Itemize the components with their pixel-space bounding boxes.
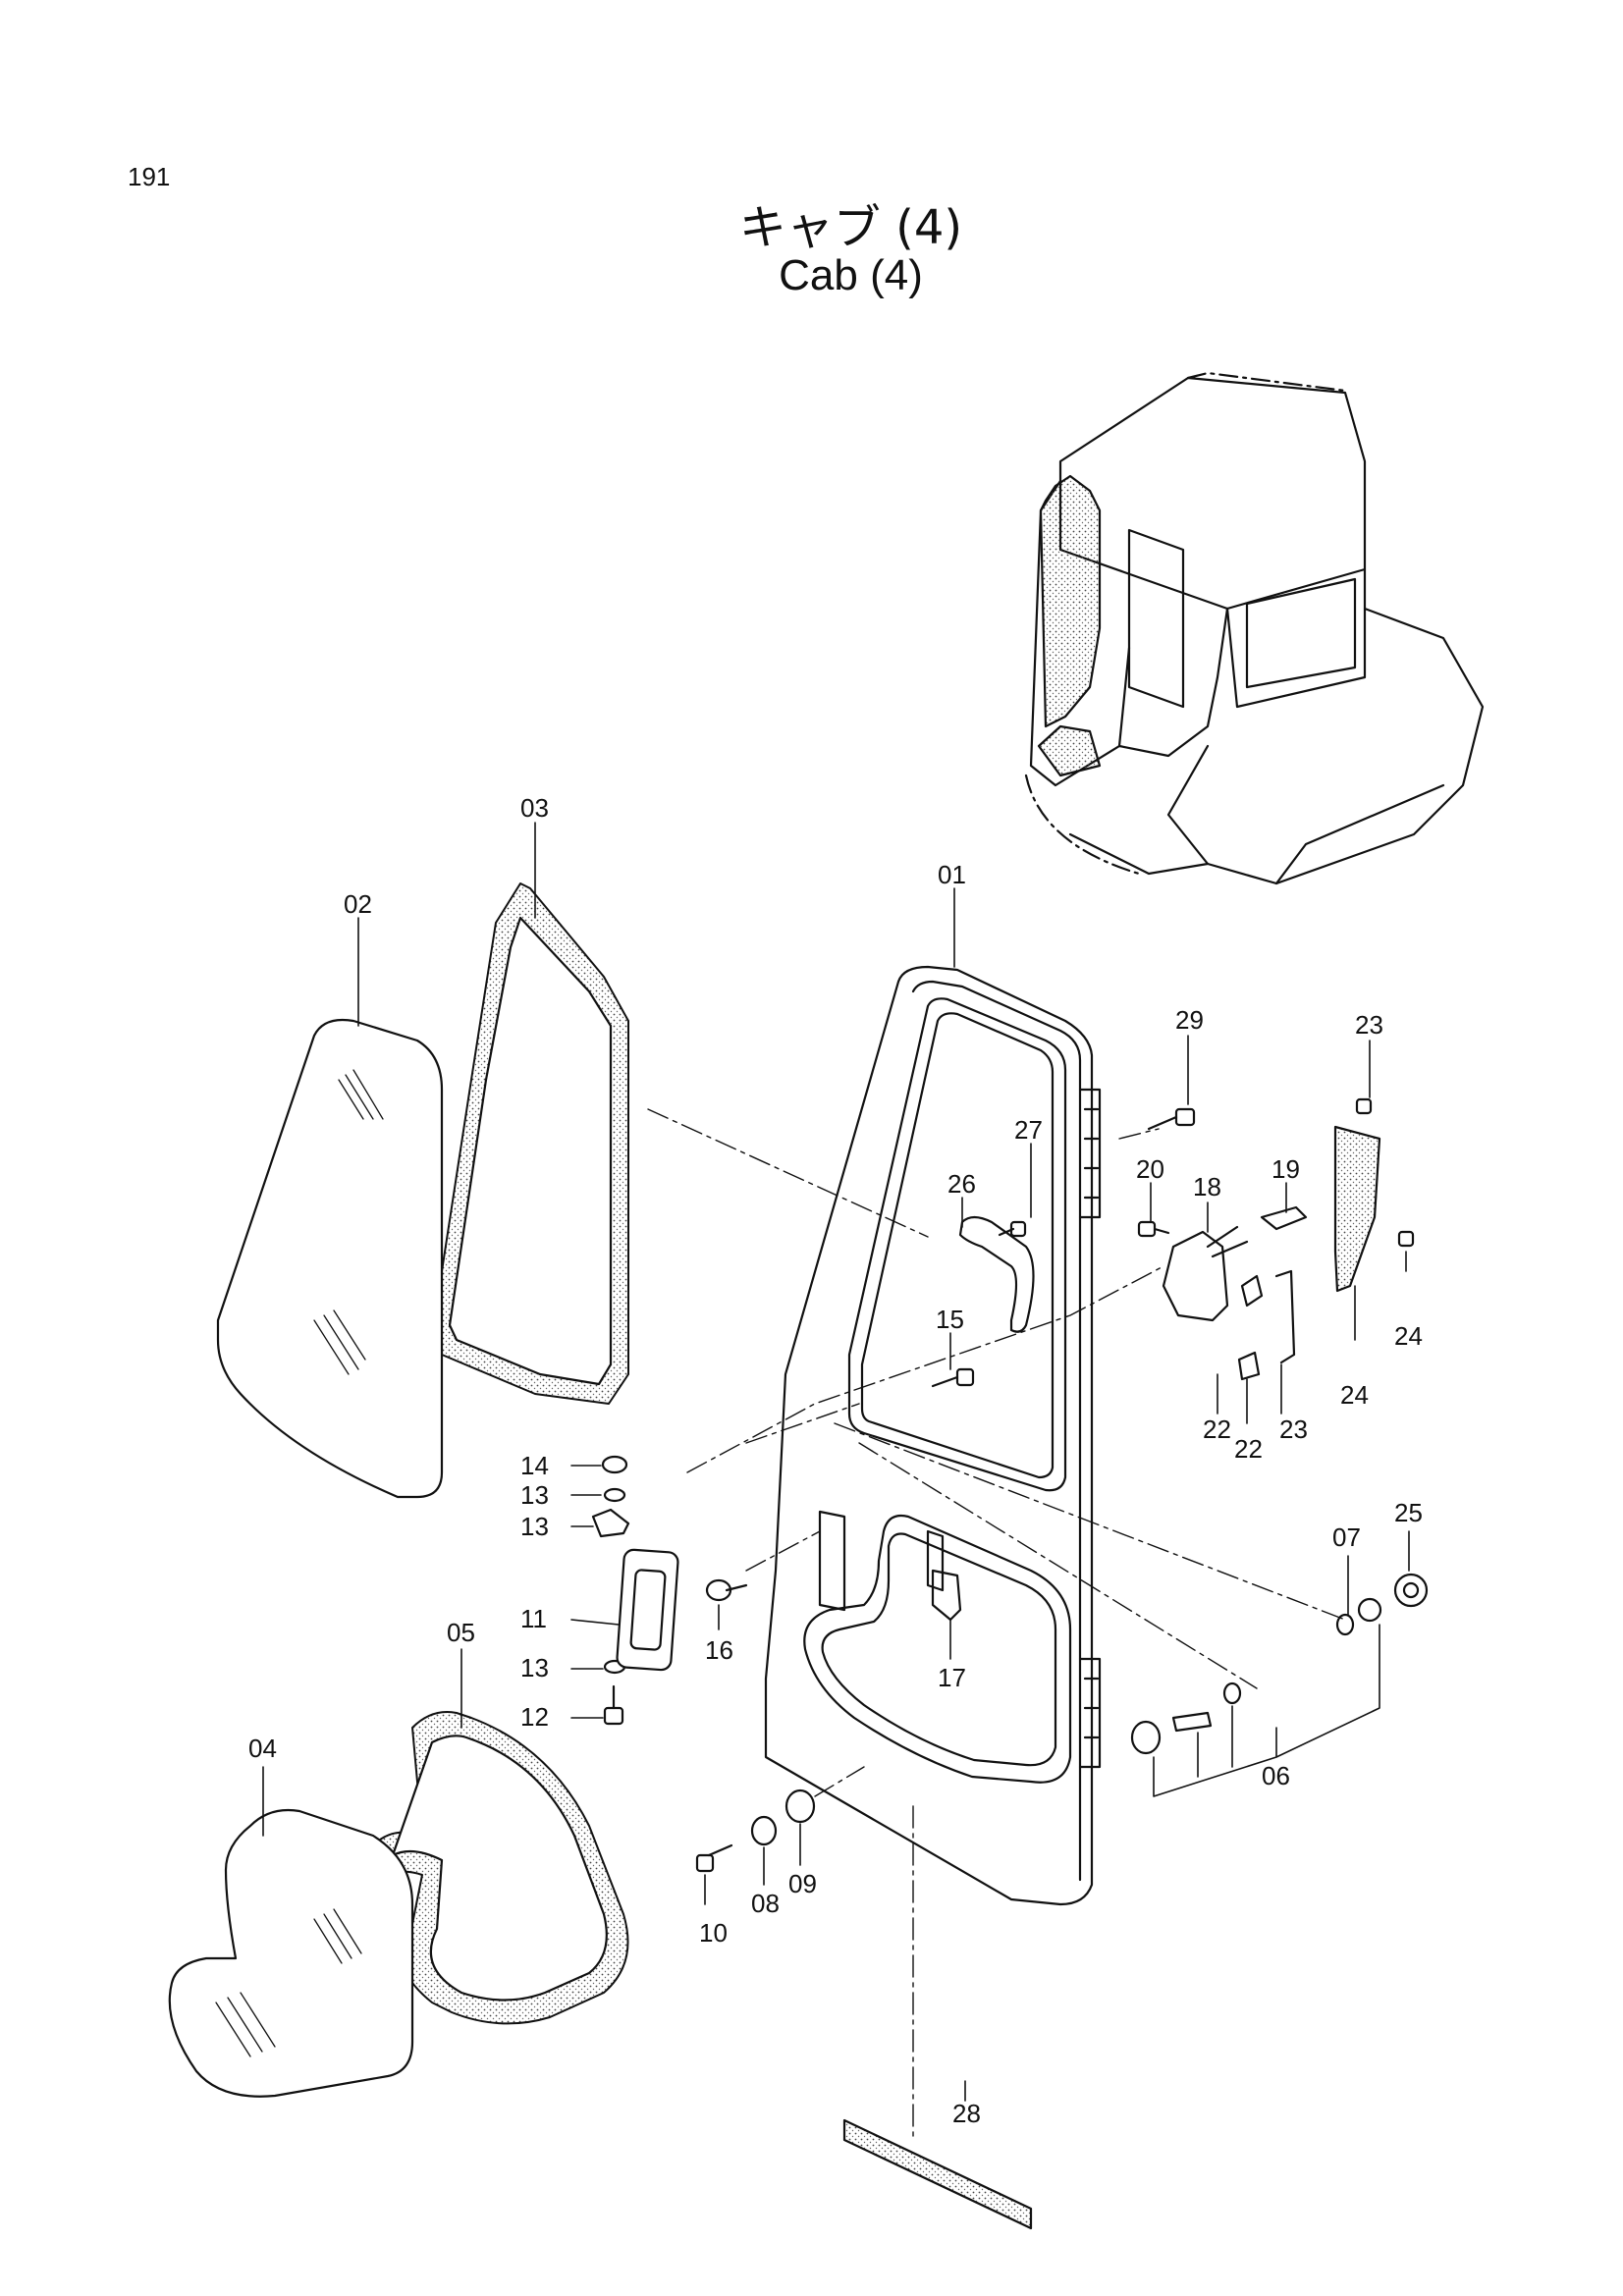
callout-30: 28: [952, 2099, 981, 2128]
hardware-parts: [591, 1097, 1429, 1873]
callout-23: 23: [1279, 1415, 1308, 1444]
callout-14: 13: [520, 1512, 549, 1541]
leader-lines: [262, 822, 1410, 2102]
callout-09: 09: [788, 1869, 817, 1898]
callout-25: 23: [1355, 1010, 1383, 1040]
callout-24: 24: [1340, 1380, 1369, 1410]
callout-12: 12: [520, 1702, 549, 1732]
page-number: 191: [128, 162, 171, 191]
cab-overview-illustration: [1024, 371, 1485, 885]
part-04-lower-glass: [168, 1808, 414, 2098]
callout-29: 27: [1014, 1115, 1043, 1145]
title-japanese: キャブ (4): [738, 200, 963, 255]
callout-31: 29: [1175, 1005, 1204, 1035]
callout-26: 24: [1394, 1321, 1423, 1351]
callout-22-a: 22: [1203, 1415, 1231, 1444]
callout-19: 18: [1193, 1172, 1221, 1201]
part-05-lower-glass-seal: [352, 1711, 629, 2025]
callout-13-b: 13: [520, 1653, 549, 1682]
callout-01: 01: [938, 860, 966, 889]
part-03-upper-glass-seal: [431, 882, 629, 1405]
part-30-seal-strip: [842, 2118, 1033, 2230]
center-lines: [647, 1108, 1346, 2141]
callout-17: 16: [705, 1635, 733, 1665]
callout-10: 10: [699, 1918, 728, 1948]
callout-02: 02: [344, 889, 372, 919]
callout-22-b: 22: [1234, 1434, 1263, 1464]
callout-20: 19: [1271, 1154, 1300, 1184]
callout-18: 17: [938, 1663, 966, 1692]
callout-08: 08: [751, 1889, 780, 1918]
callout-28: 26: [947, 1169, 976, 1199]
part-02-upper-glass: [216, 1018, 444, 1499]
callout-07: 07: [1332, 1522, 1361, 1552]
callout-labels: 03 02 01 29 23 27 20 19 18 26 24 15 24 2…: [248, 793, 1423, 2128]
callout-11: 11: [520, 1604, 547, 1633]
part-01-door: [764, 965, 1102, 1906]
callout-05: 05: [447, 1618, 475, 1647]
callout-16: 15: [936, 1305, 964, 1334]
callout-06: 06: [1262, 1761, 1290, 1790]
callout-03: 03: [520, 793, 549, 823]
callout-04: 04: [248, 1734, 277, 1763]
callout-15: 14: [520, 1451, 549, 1480]
callout-27: 25: [1394, 1498, 1423, 1527]
callout-21: 20: [1136, 1154, 1164, 1184]
title-english: Cab (4): [779, 251, 923, 299]
callout-13-a: 13: [520, 1480, 549, 1510]
